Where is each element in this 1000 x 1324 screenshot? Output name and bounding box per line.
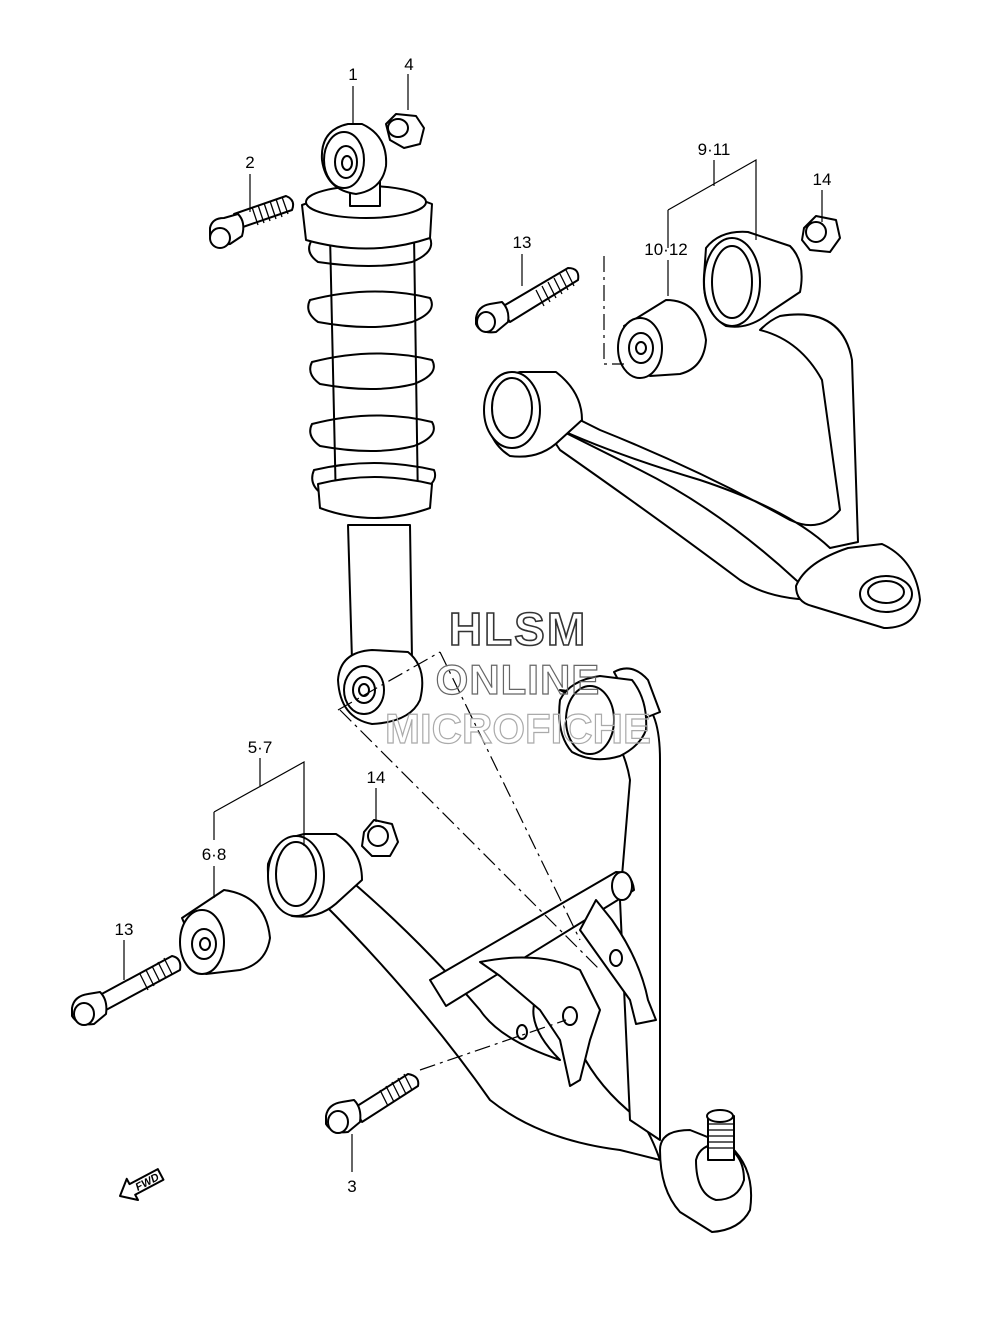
lower-control-arm [266,667,753,1233]
fwd-arrow-icon: FWD [119,1168,165,1202]
callout-2: 2 [245,153,254,172]
callout-4: 4 [404,55,413,74]
bolt-2 [209,195,295,249]
bolt-13-lower [71,955,182,1026]
watermark: HLSM ONLINE MICROFICHE [384,602,651,752]
callout-10-12: 10·12 [644,240,687,259]
callout-13-lower: 13 [115,920,134,939]
watermark-line-3: MICROFICHE [385,705,651,752]
watermark-line-2: ONLINE [436,656,601,703]
upper-control-arm [483,230,921,629]
assembly-lines [337,256,624,1071]
callout-3: 3 [347,1177,356,1196]
bolt-13-upper [475,267,580,334]
watermark-line-1: HLSM [449,603,587,655]
callout-14-upper: 14 [813,170,832,189]
fwd-label: FWD [134,1171,162,1193]
callout-1: 1 [348,65,357,84]
leader-lines [123,74,823,1172]
bolt-3 [325,1073,420,1134]
bushing-10-12 [617,299,707,379]
callout-5-7: 5·7 [248,738,273,757]
nut-4 [385,113,425,149]
callout-14-lower: 14 [367,768,386,787]
nut-14-upper [801,215,841,253]
callout-labels: 1 4 2 9·11 14 13 10·12 5·7 14 6·8 13 3 [115,55,832,1196]
callout-6-8: 6·8 [202,845,227,864]
nut-14-lower [361,819,399,857]
callout-9-11: 9·11 [698,140,731,159]
shock-absorber [301,123,436,725]
bushing-6-8 [179,889,271,975]
callout-13-upper: 13 [513,233,532,252]
